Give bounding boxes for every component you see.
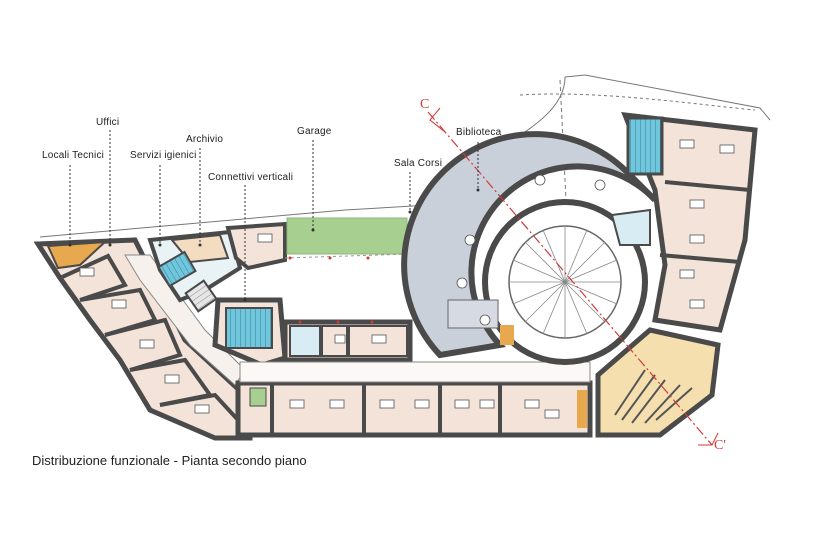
label-garage: Garage — [297, 126, 332, 137]
rotunda-rays — [509, 226, 621, 338]
section-mark-end: C' — [714, 438, 726, 453]
furniture — [79, 139, 735, 419]
leader-lines — [69, 130, 479, 300]
leader-dots — [68, 188, 480, 302]
label-connettivi-verticali: Connettivi verticali — [208, 172, 294, 183]
label-uffici: Uffici — [96, 117, 120, 128]
section-line — [427, 107, 719, 446]
diagram-caption: Distribuzione funzionale - Pianta second… — [32, 453, 307, 468]
label-sala-corsi: Sala Corsi — [394, 158, 443, 169]
services-cluster — [147, 221, 287, 313]
central-core — [212, 297, 413, 368]
right-wing — [610, 112, 758, 333]
label-biblioteca: Biblioteca — [456, 127, 502, 138]
left-wing — [33, 237, 253, 441]
section-mark-start: C — [420, 97, 430, 112]
biblioteca — [401, 131, 658, 365]
garage-area — [286, 217, 408, 255]
column-markers — [288, 256, 374, 324]
bottom-offices — [235, 361, 593, 438]
locali-tecnici-area — [46, 240, 108, 270]
label-archivio: Archivio — [186, 134, 224, 145]
label-servizi-igienici: Servizi igienici — [130, 150, 197, 161]
label-locali-tecnici: Locali Tecnici — [42, 150, 105, 161]
